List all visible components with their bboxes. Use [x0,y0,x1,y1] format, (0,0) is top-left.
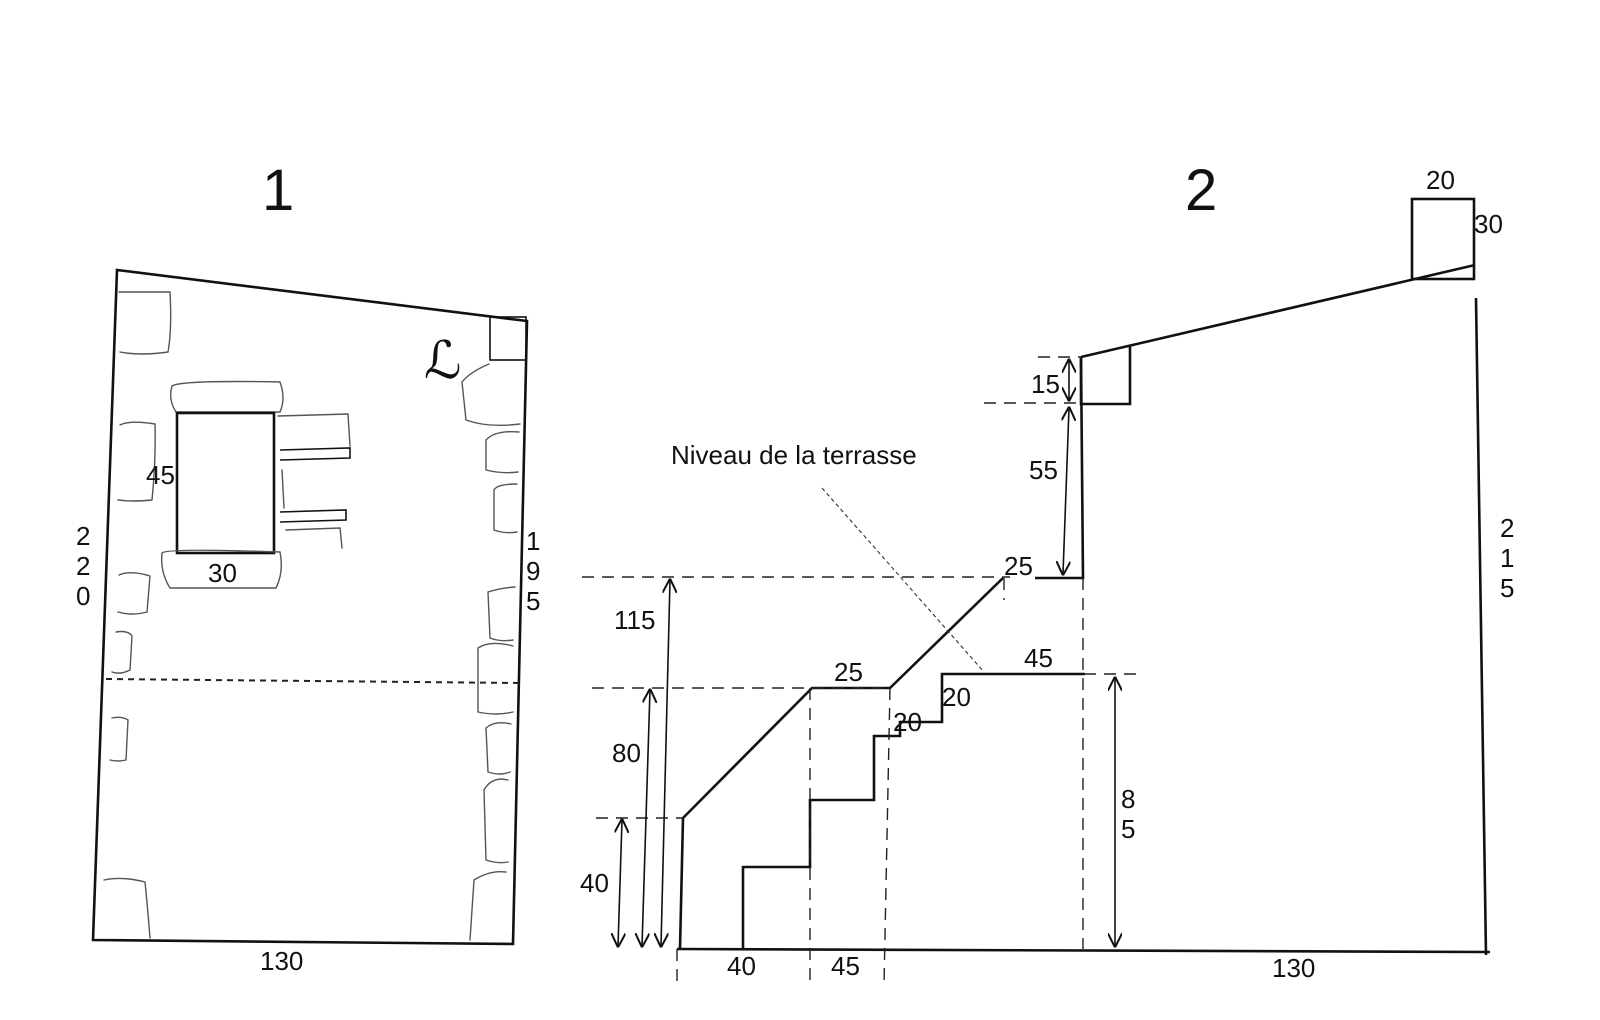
step-b-label: 20 [893,707,922,737]
upper-stair-ramp [678,577,1004,950]
view-1-title: 1 [262,158,294,223]
right-height-digit-a: 2 [1500,513,1514,543]
left-height-digit-2: 2 [76,551,90,581]
height-40-label: 40 [580,868,609,898]
corner-square [489,316,527,361]
view-2-section: 2 20 30 [580,158,1514,986]
bottom-40-label: 40 [727,951,756,981]
window-frame [175,411,276,555]
window [160,380,351,589]
landing-top-label: 25 [1004,551,1033,581]
lower-stair-steps [741,672,1085,949]
bottom-45-label: 45 [831,951,860,981]
terrace-level-line-1 [105,678,521,684]
left-height-digit-1: 2 [76,521,90,551]
height-80-label: 80 [612,738,641,768]
facade-outline [91,268,529,946]
left-height-digit-3: 0 [76,581,90,611]
dimension-arrows [618,360,1115,946]
ground-line [676,947,1491,954]
right-height-digit-b: 1 [1500,543,1514,573]
height-115-label: 115 [614,605,655,635]
right-height-digit-1: 1 [526,526,540,556]
height-85-digit-1: 8 [1121,784,1135,814]
upper-wall-label: 55 [1029,455,1058,485]
chimney [1410,197,1476,281]
bottom-130-label: 130 [1272,953,1315,983]
step-a-label: 20 [942,682,971,712]
view-2-title: 2 [1185,158,1217,223]
quoin-stones-right [461,316,527,941]
stair-landing-label: 25 [834,657,863,687]
chimney-height-label: 30 [1474,209,1503,239]
right-height-digit-2: 9 [526,556,540,586]
bottom-width-label-1: 130 [260,946,303,976]
monogram-mark: ℒ [424,331,461,391]
right-wall [1474,297,1488,956]
quoin-stones-left [103,291,172,939]
view-1-facade: 1 [76,158,540,976]
terrace-label: Niveau de la terrasse [671,440,917,470]
height-85-digit-2: 5 [1121,814,1135,844]
chimney-width-label: 20 [1426,165,1455,195]
right-height-digit-3: 5 [526,586,540,616]
terrace-width-label: 45 [1024,643,1053,673]
window-height-label: 45 [146,460,175,490]
upper-step-block [1079,345,1132,406]
terrace-leader [821,487,985,673]
roof-line [1080,263,1476,359]
window-width-label: 30 [208,558,237,588]
right-height-digit-c: 5 [1500,573,1514,603]
upper-step-label: 15 [1031,369,1060,399]
